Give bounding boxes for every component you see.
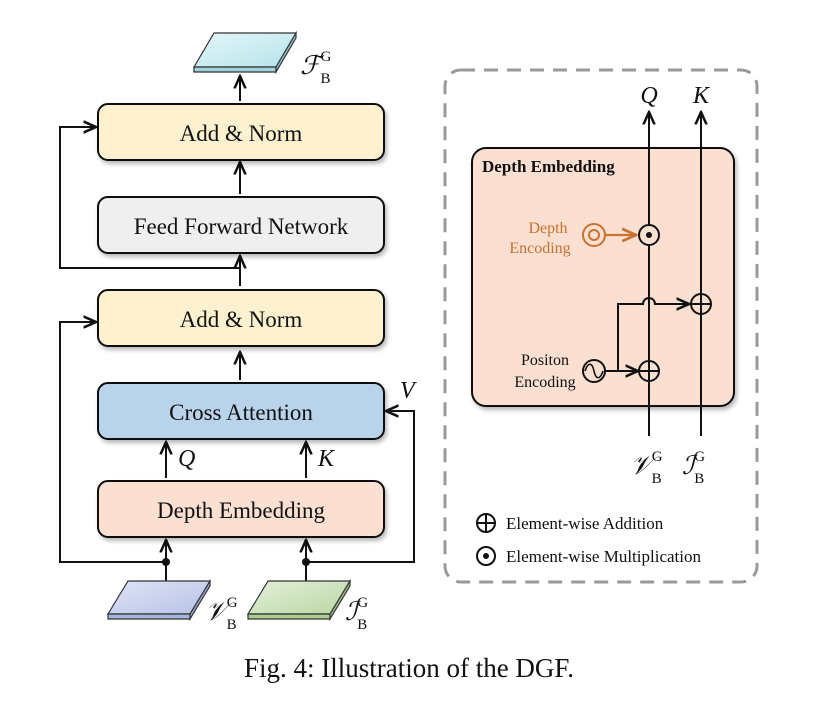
detail-pos-branch bbox=[617, 297, 689, 371]
add-norm-top-box bbox=[97, 103, 385, 161]
junction-dot-v bbox=[162, 558, 170, 566]
position-encoding-label-line2: Encoding bbox=[514, 374, 575, 391]
input-i-symbol: ℐBG bbox=[345, 595, 368, 633]
residual-arrow-lower bbox=[59, 322, 166, 563]
output-feature-plane bbox=[192, 30, 298, 75]
add-norm-mid-label: Add & Norm bbox=[180, 307, 303, 332]
detail-add-node-q bbox=[638, 360, 660, 382]
legend: Element-wise Addition Element-wise Multi… bbox=[476, 513, 701, 566]
detail-add-node-k bbox=[690, 293, 712, 315]
detail-input-v-symbol: 𝒱BG bbox=[630, 449, 663, 487]
add-norm-mid-box bbox=[97, 289, 385, 347]
legend-add-label: Element-wise Addition bbox=[506, 514, 664, 533]
depth-embedding-label: Depth Embedding bbox=[157, 498, 325, 523]
ffn-box bbox=[97, 196, 385, 254]
figure-caption: Fig. 4: Illustration of the DGF. bbox=[244, 653, 574, 683]
detail-title: Depth Embedding bbox=[482, 157, 615, 176]
depth-encoding-label-line2: Encoding bbox=[509, 240, 570, 257]
input-plane-i bbox=[246, 578, 352, 622]
pipeline bbox=[59, 30, 415, 622]
detail-depth-embedding-box bbox=[471, 147, 735, 407]
value-branch-arrow bbox=[306, 411, 415, 563]
position-encoding-icon bbox=[582, 359, 606, 383]
depth-encoding-label-line1: Depth bbox=[528, 220, 567, 237]
cross-attention-label: Cross Attention bbox=[169, 400, 313, 425]
detail-panel: Depth Embedding bbox=[443, 68, 759, 584]
position-encoding-label-line1: Positon bbox=[521, 352, 569, 369]
legend-mul-icon bbox=[476, 546, 496, 566]
detail-k-label: K bbox=[692, 83, 711, 109]
residual-arrow-upper bbox=[59, 127, 240, 269]
v-label: V bbox=[400, 378, 417, 404]
k-label: K bbox=[317, 446, 336, 472]
detail-multiply-node bbox=[638, 224, 660, 246]
pipeline-labels: Add & Norm Feed Forward Network Add & No… bbox=[134, 49, 417, 633]
depth-embedding-box bbox=[97, 480, 385, 538]
cross-attention-box bbox=[97, 382, 385, 440]
q-label: Q bbox=[178, 446, 195, 472]
legend-mul-label: Element-wise Multiplication bbox=[506, 547, 701, 566]
add-norm-top-label: Add & Norm bbox=[180, 121, 303, 146]
detail-q-label: Q bbox=[640, 83, 657, 109]
input-v-symbol: 𝒱BG bbox=[205, 595, 238, 633]
ffn-label: Feed Forward Network bbox=[134, 214, 349, 239]
detail-panel-border bbox=[443, 68, 759, 584]
detail-input-i-symbol: ℐBG bbox=[682, 449, 705, 487]
junction-dot-i bbox=[302, 558, 310, 566]
legend-add-icon bbox=[476, 513, 496, 533]
input-plane-v bbox=[106, 578, 212, 622]
output-feature-symbol: ℱBG bbox=[300, 49, 331, 87]
depth-encoding-icon bbox=[582, 223, 636, 247]
